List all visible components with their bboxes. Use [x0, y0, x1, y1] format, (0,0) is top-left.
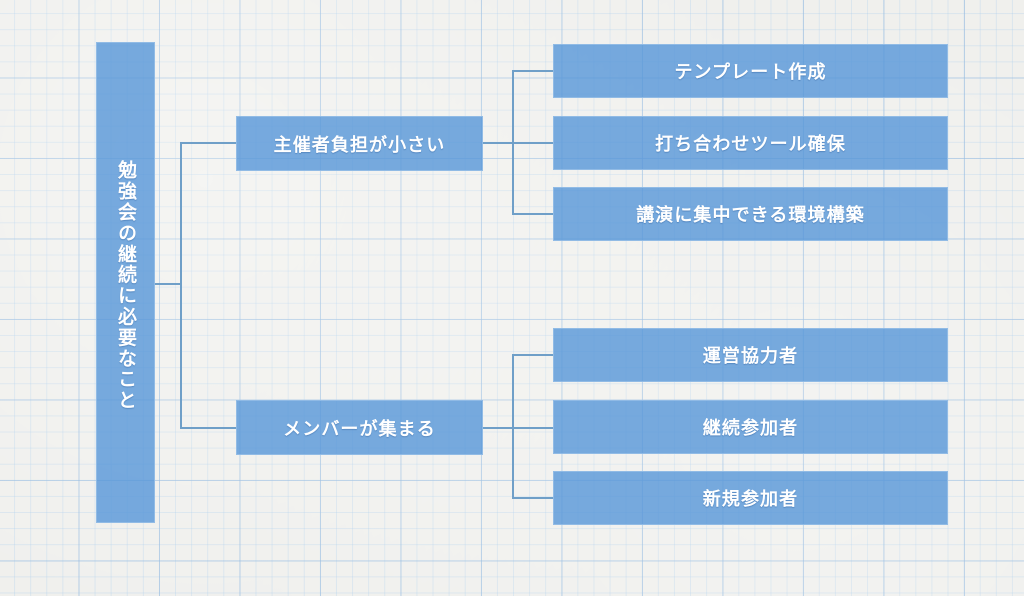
node-root-label: 勉強会の継続に必要なこと [115, 160, 136, 411]
node-branch-organizer-burden[interactable]: 主催者負担が小さい [236, 116, 483, 171]
node-branch-label: 主催者負担が小さい [273, 134, 446, 155]
node-leaf-operation-collaborators[interactable]: 運営協力者 [553, 328, 948, 382]
node-leaf-label: 新規参加者 [702, 489, 799, 509]
node-leaf-label: 運営協力者 [702, 346, 799, 366]
node-leaf-new-participants[interactable]: 新規参加者 [553, 471, 948, 525]
node-leaf-template-creation[interactable]: テンプレート作成 [553, 44, 948, 98]
node-leaf-meeting-tool[interactable]: 打ち合わせツール確保 [553, 116, 948, 170]
node-leaf-label: 講演に集中できる環境構築 [636, 205, 865, 225]
node-branch-members-gather[interactable]: メンバーが集まる [236, 400, 483, 455]
node-root[interactable]: 勉強会の継続に必要なこと [96, 42, 155, 523]
node-leaf-label: 継続参加者 [702, 418, 799, 438]
node-branch-label: メンバーが集まる [283, 418, 436, 439]
node-leaf-label: 打ち合わせツール確保 [655, 134, 846, 154]
node-leaf-label: テンプレート作成 [674, 62, 827, 82]
node-leaf-focus-environment[interactable]: 講演に集中できる環境構築 [553, 187, 948, 241]
node-leaf-continuing-participants[interactable]: 継続参加者 [553, 400, 948, 454]
